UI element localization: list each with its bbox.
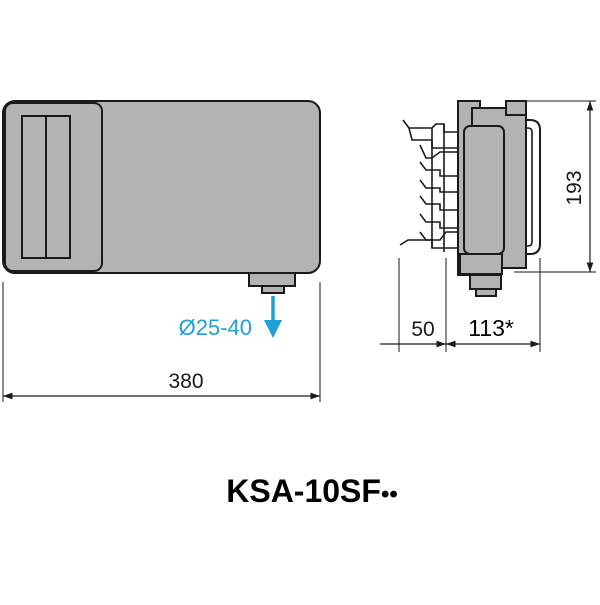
side-top-cap [505,100,527,116]
wall-bracket [399,119,458,252]
height-dimension-label: 193 [563,170,586,205]
carry-handle [520,119,541,255]
carry-handle-inner [520,127,533,247]
side-lower-block [459,253,503,275]
model-suffix: •• [381,481,398,508]
model-name: KSA-10SF•• [226,473,398,509]
model-caption: KSA-10SF•• [226,473,398,509]
side-front-cover [463,125,505,255]
outlet-arrow [264,296,282,338]
outlet-stub [248,272,296,287]
outlet-diameter-label: Ø25-40 [179,315,252,340]
depth-left-dimension-label: 50 [411,318,434,341]
model-name-text: KSA-10SF [226,473,381,509]
side-view: 193 50 113* [380,100,596,352]
width-dimension-label: 380 [168,370,203,393]
depth-right-dimension-label: 113* [468,315,514,341]
side-outlet-nozzle [475,288,497,297]
outlet-nozzle [261,285,285,294]
side-outlet-stub [469,274,502,290]
front-view: Ø25-40 380 [2,100,321,402]
